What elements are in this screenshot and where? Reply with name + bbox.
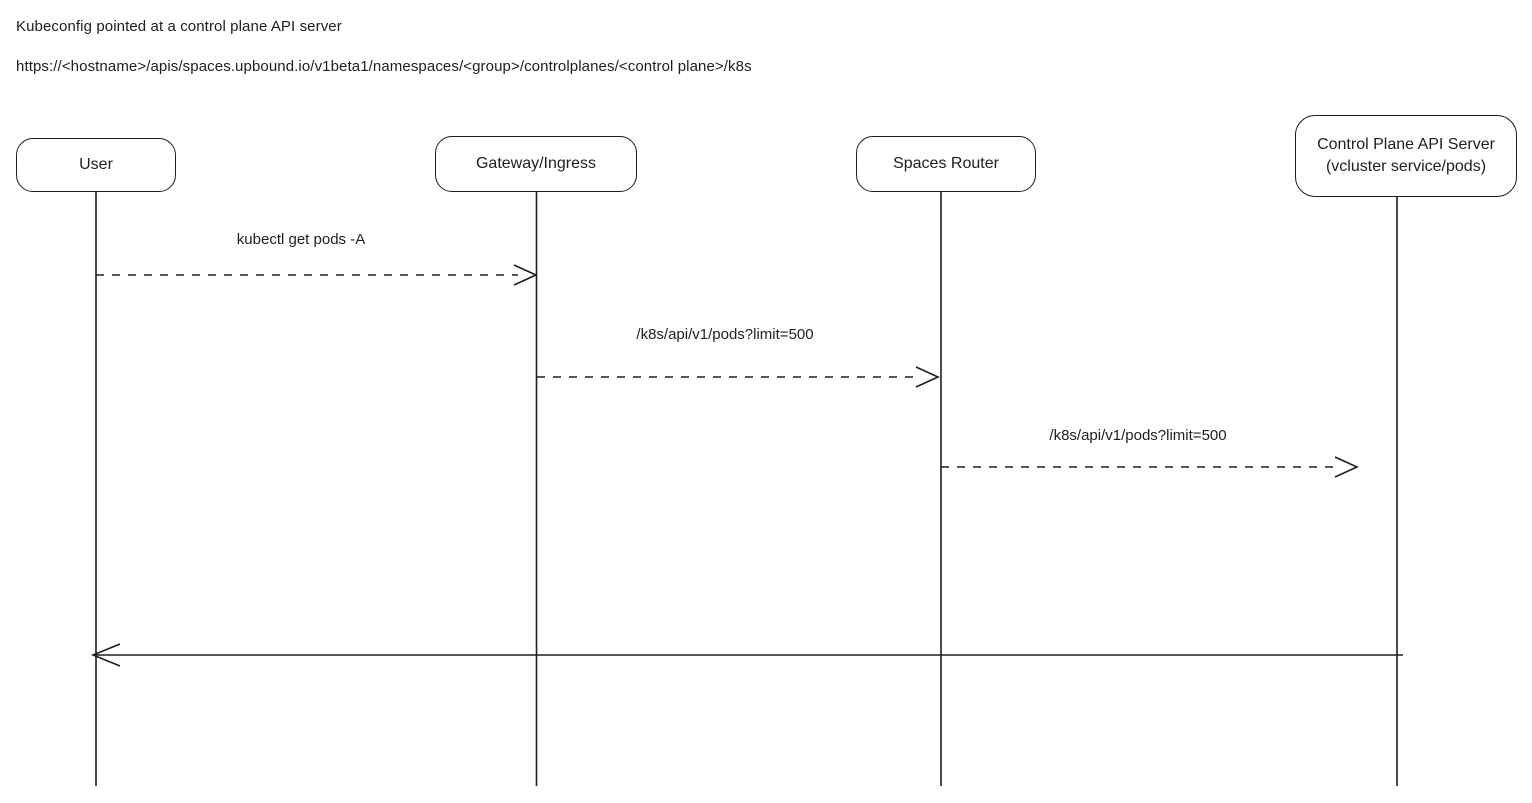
actor-control-plane-api-server: Control Plane API Server (vcluster servi…	[1295, 115, 1517, 197]
arrowhead-right-2-icon	[915, 366, 940, 388]
actor-control-plane-sublabel: (vcluster service/pods)	[1325, 158, 1487, 175]
arrowhead-right-3-icon	[1334, 456, 1359, 478]
actor-spaces-router-label: Spaces Router	[893, 154, 999, 172]
arrowhead-right-1-icon	[513, 264, 538, 286]
message-label-kubectl: kubectl get pods -A	[236, 231, 366, 248]
diagram-endpoint-url: https://<hostname>/apis/spaces.upbound.i…	[16, 58, 752, 75]
message-label-k8s-api-1: /k8s/api/v1/pods?limit=500	[636, 326, 814, 343]
arrowhead-left-return-icon	[90, 643, 121, 667]
message-label-k8s-api-2: /k8s/api/v1/pods?limit=500	[1049, 427, 1227, 444]
actor-user: User	[16, 138, 176, 192]
actor-user-label: User	[79, 155, 113, 173]
actor-spaces-router: Spaces Router	[856, 136, 1036, 192]
actor-gateway-ingress: Gateway/Ingress	[435, 136, 637, 192]
actor-gateway-ingress-label: Gateway/Ingress	[475, 154, 597, 172]
diagram-title: Kubeconfig pointed at a control plane AP…	[16, 18, 342, 35]
actor-control-plane-label: Control Plane API Server	[1317, 135, 1495, 153]
